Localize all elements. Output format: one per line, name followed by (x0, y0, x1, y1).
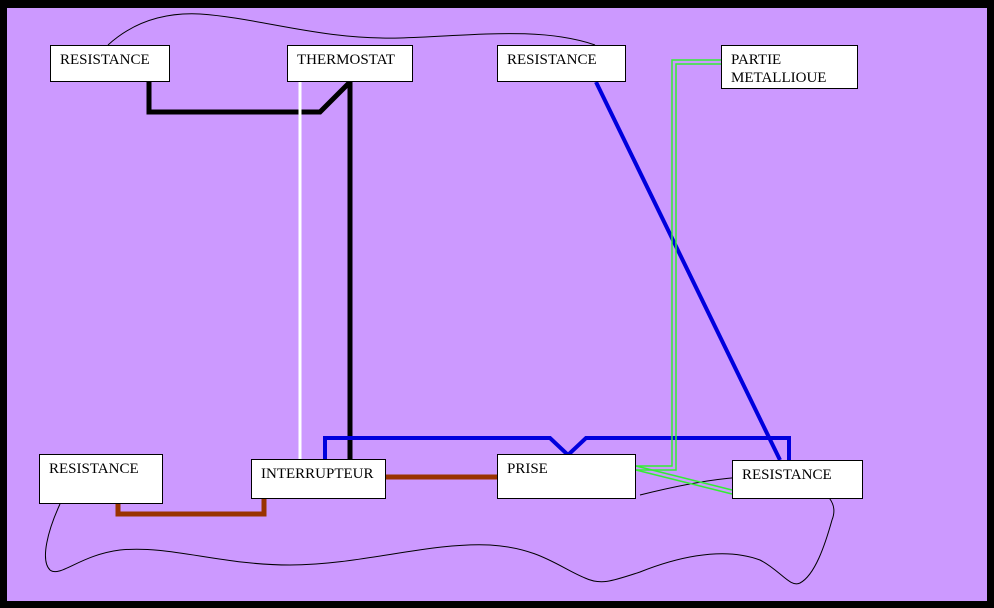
thermostat-label: THERMOSTAT (297, 52, 395, 68)
interrupteur-label: INTERRUPTEUR (261, 466, 374, 482)
brown-wire-resistance-interrupteur (115, 499, 267, 517)
partie-metallique-label-line2: METALLIOUE (731, 70, 827, 86)
partie-metallique-label-line1: PARTIE (731, 52, 782, 68)
prise-label: PRISE (507, 461, 548, 477)
resistance-bottom-left-label: RESISTANCE (49, 461, 139, 477)
diagram-background (7, 8, 987, 601)
resistance-top-right-box: RESISTANCE (497, 45, 626, 82)
partie-metallique-box: PARTIE METALLIOUE (721, 45, 858, 89)
earth-wire-prise-resistance-b (635, 469, 733, 495)
resistance-top-left-box: RESISTANCE (50, 45, 170, 82)
earth-wire-partie-prise-outer (636, 59, 721, 467)
black-wire-resistance-thermostat (146, 80, 352, 115)
blue-wire-resistance-diagonal (594, 81, 782, 461)
prise-box: PRISE (497, 454, 636, 499)
resistance-top-right-label: RESISTANCE (507, 52, 597, 68)
thermostat-box: THERMOSTAT (287, 45, 413, 82)
resistance-bottom-left-box: RESISTANCE (39, 454, 163, 504)
earth-wire-prise-resistance-a (635, 465, 733, 491)
resistance-bottom-right-label: RESISTANCE (742, 467, 832, 483)
interrupteur-box: INTERRUPTEUR (251, 459, 386, 499)
appliance-outline (44, 13, 835, 585)
earth-wire-partie-prise-inner (636, 63, 721, 471)
resistance-top-left-label: RESISTANCE (60, 52, 150, 68)
resistance-bottom-right-box: RESISTANCE (732, 460, 863, 499)
